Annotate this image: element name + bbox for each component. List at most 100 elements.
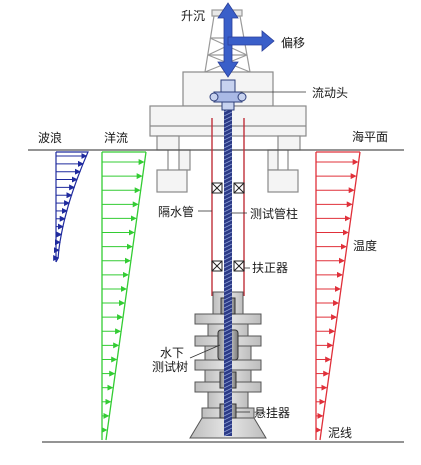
test-string-hatch bbox=[223, 187, 233, 193]
test-string-hatch bbox=[223, 415, 233, 421]
offset-label: 偏移 bbox=[281, 36, 306, 50]
test-string-hatch bbox=[223, 127, 233, 133]
test-string-hatch bbox=[223, 195, 233, 201]
test-string-hatch bbox=[223, 267, 233, 273]
test-string-hatch bbox=[223, 363, 233, 369]
test-string-body bbox=[224, 108, 232, 436]
test-string-hatch bbox=[223, 375, 233, 381]
test-string-hatch bbox=[223, 339, 233, 345]
test-string-hatch bbox=[223, 403, 233, 409]
test-string-hatch bbox=[223, 171, 233, 177]
test-string-hatch bbox=[223, 227, 233, 233]
test-string-hatch bbox=[223, 371, 233, 377]
test-string-hatch bbox=[223, 275, 233, 281]
test-string-hatch bbox=[223, 367, 233, 373]
test-string-hatch bbox=[223, 239, 233, 245]
current-profile bbox=[101, 151, 147, 441]
heave-label: 升沉 bbox=[181, 9, 206, 23]
test-string-hatch bbox=[223, 207, 233, 213]
test-string-hatch bbox=[223, 407, 233, 413]
test-string-hatch bbox=[223, 247, 233, 253]
temperature-label: 温度 bbox=[353, 239, 378, 253]
test-string-hatch bbox=[223, 231, 233, 237]
test-string-hatch bbox=[223, 203, 233, 209]
test-string-hatch bbox=[223, 351, 233, 357]
wave-profile bbox=[53, 151, 89, 263]
flowhead-label: 流动头 bbox=[312, 86, 349, 100]
test-string-hatch bbox=[223, 255, 233, 261]
test-string-hatch bbox=[223, 331, 233, 337]
test-string-hatch bbox=[223, 279, 233, 285]
test-string-hatch bbox=[223, 163, 233, 169]
subsea-tree-label-line1: 水下 bbox=[160, 346, 185, 360]
hanger-label: 悬挂器 bbox=[254, 406, 291, 420]
test-string-hatch bbox=[223, 219, 233, 225]
test-string-hatch bbox=[223, 123, 233, 129]
riser-label: 隔水管 bbox=[158, 205, 195, 219]
test-string-hatch bbox=[223, 335, 233, 341]
subsea-tree-label-line2: 测试树 bbox=[152, 360, 189, 374]
test-string-hatch bbox=[223, 131, 233, 137]
test-string-hatch bbox=[223, 383, 233, 389]
test-string-hatch bbox=[223, 251, 233, 257]
test-string-hatch bbox=[223, 211, 233, 217]
test-string-hatch bbox=[223, 167, 233, 173]
test-string-hatch bbox=[223, 175, 233, 181]
test-string-hatch bbox=[223, 387, 233, 393]
test-string-hatch bbox=[223, 143, 233, 149]
test-string-hatch bbox=[223, 259, 233, 265]
test-string-hatch bbox=[223, 119, 233, 125]
test-string-hatch bbox=[223, 399, 233, 405]
test-string-hatch bbox=[223, 355, 233, 361]
test-string-label: 测试管柱 bbox=[250, 207, 299, 221]
test-string-hatch bbox=[223, 199, 233, 205]
centralizer-label: 扶正器 bbox=[252, 261, 289, 275]
test-string-hatch bbox=[223, 311, 233, 317]
test-string-hatch bbox=[223, 159, 233, 165]
test-string-hatch bbox=[223, 147, 233, 153]
test-string-hatch bbox=[223, 327, 233, 333]
test-string-hatch bbox=[223, 299, 233, 305]
test-string-hatch bbox=[223, 307, 233, 313]
test-string-hatch bbox=[223, 191, 233, 197]
test-string-hatch bbox=[223, 183, 233, 189]
test-string-hatch bbox=[223, 411, 233, 417]
test-string-hatch bbox=[223, 343, 233, 349]
test-string-hatch bbox=[223, 263, 233, 269]
test-string-hatch bbox=[223, 135, 233, 141]
test-string-hatch bbox=[223, 155, 233, 161]
test-string-hatch bbox=[223, 235, 233, 241]
centralizer-lower bbox=[211, 260, 245, 272]
test-string-hatch bbox=[223, 283, 233, 289]
test-string-hatch bbox=[223, 179, 233, 185]
temperature-profile bbox=[315, 151, 361, 441]
offset-arrow bbox=[227, 30, 275, 52]
waves-label: 波浪 bbox=[38, 131, 63, 145]
test-string-hatch bbox=[223, 395, 233, 401]
test-string-hatch bbox=[223, 431, 233, 437]
test-string-hatch bbox=[223, 427, 233, 433]
current-label: 洋流 bbox=[104, 131, 129, 145]
test-string-hatch bbox=[223, 379, 233, 385]
test-string-hatch bbox=[223, 215, 233, 221]
test-string-hatch bbox=[223, 347, 233, 353]
test-string-hatch bbox=[223, 315, 233, 321]
sea-level-label: 海平面 bbox=[352, 130, 389, 144]
test-string-hatch bbox=[223, 291, 233, 297]
centralizer-upper bbox=[211, 182, 245, 194]
test-string bbox=[223, 107, 233, 437]
test-string-hatch bbox=[223, 423, 233, 429]
temperature-envelope bbox=[319, 151, 361, 441]
leader-lines bbox=[189, 91, 306, 413]
test-string-hatch bbox=[223, 115, 233, 121]
test-string-hatch bbox=[223, 319, 233, 325]
test-string-hatch bbox=[223, 323, 233, 329]
motion-arrows bbox=[217, 2, 275, 78]
test-string-hatch bbox=[223, 243, 233, 249]
current-envelope bbox=[105, 151, 147, 441]
test-string-hatch bbox=[223, 303, 233, 309]
test-string-hatch bbox=[223, 151, 233, 157]
test-string-hatch bbox=[223, 359, 233, 365]
